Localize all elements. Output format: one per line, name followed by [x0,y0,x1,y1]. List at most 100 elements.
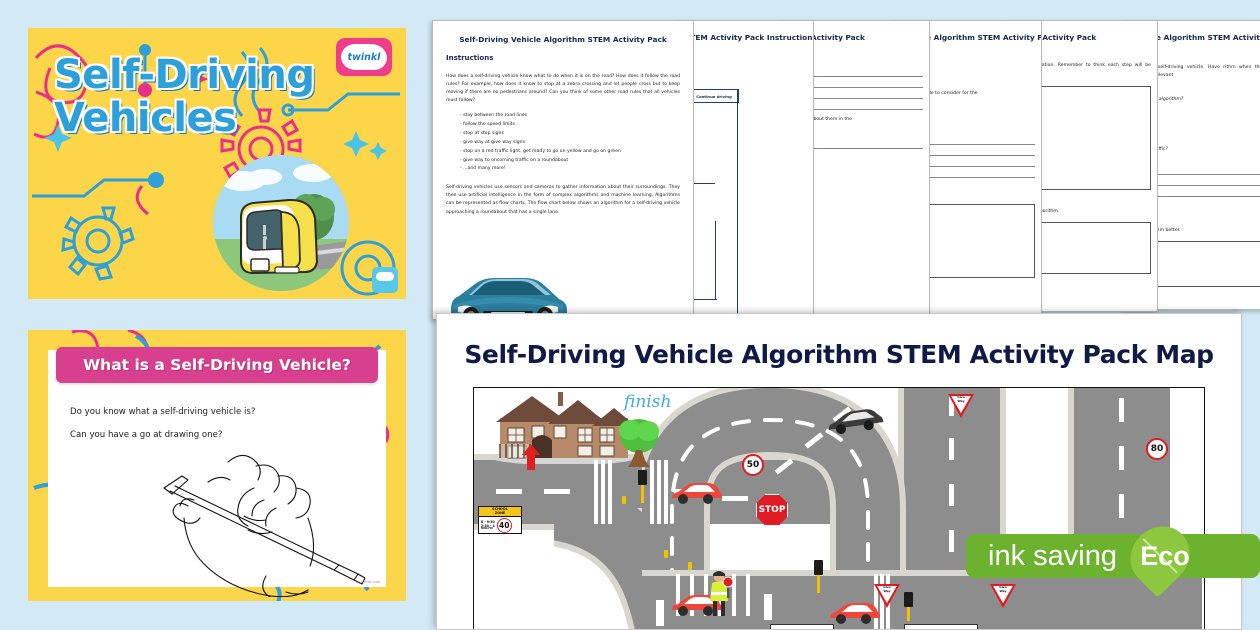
map-illustration[interactable]: finish [473,387,1205,629]
lane-dash [722,496,748,501]
stacked-page-3-body: d/or write about them in the [787,117,853,122]
stacked-page-3-answer-lines-2[interactable] [785,138,923,150]
front-page-paragraph-2: Self-driving vehicles use sensors and ca… [446,185,680,215]
school-zone-times: 8 - 9:30 2:30 - 4 MON-FRI [481,519,495,531]
map-document-title: Self-Driving Vehicle Algorithm STEM Acti… [464,340,1214,369]
verge-right-vertical-right [1000,388,1006,628]
lane-dash [1119,398,1124,422]
speed-limit-80-sign: 80 [1146,438,1168,460]
eco-badge-text: ink saving [988,539,1117,572]
lane-dash [949,484,954,506]
lane-dash [764,594,772,620]
red-start-arrow [522,444,540,470]
stacked-page-5-title: STEM Activity Pack [1017,33,1097,42]
school-zone-sign: SCHOOL ZONE 8 - 9:30 2:30 - 4 MON-FRI 40 [478,506,522,534]
flow-connector-5 [691,299,717,300]
verge-bottom-horizontal [642,570,1202,576]
hand-drawing-illustration [163,454,366,597]
front-page-subtitle: Instructions [446,53,494,62]
lane-dash [1119,446,1124,470]
stacked-page-4-answer-lines[interactable] [899,134,1035,179]
house-building [492,392,636,464]
question-card-slide: What is a Self-Driving Vehicle? Do you k… [48,347,386,597]
school-zone-sign-heading: SCHOOL ZONE [479,507,521,518]
give-way-sign-2: Give Way [874,584,900,608]
twinkl-credit: twinkl.com [361,579,380,584]
finish-label: finish [624,392,672,412]
verge-far-right [1068,388,1074,628]
red-car-3 [830,603,880,624]
stacked-page-6-title: Vehicle Algorithm STEM Activity Pack [1131,33,1260,42]
map-document[interactable]: Self-Driving Vehicle Algorithm STEM Acti… [436,313,1242,630]
zebra-crossing-vertical-1 [594,460,616,524]
bullet-item: give way at give way signs [460,139,680,148]
building-bottom-1 [770,624,834,629]
give-way-sign-3: Give Way [990,584,1016,608]
question-card: What is a Self-Driving Vehicle? Do you k… [28,330,406,601]
traffic-light-pole-3 [907,607,910,621]
bullet-item: follow the speed limits [460,121,680,130]
stop-sign: STOP [756,494,788,526]
stacked-page-4-title: Vehicle Algorithm STEM Activity Pack [901,33,1042,42]
question-line-1: Do you know what a self-driving vehicle … [70,407,256,417]
title-card-heading: Self-Driving Vehicles [54,53,364,140]
flow-connector-3 [691,183,715,184]
roundabout-loop [642,388,906,618]
stacked-page-6-answer-lines[interactable] [1129,164,1260,198]
red-car-1 [672,483,722,504]
stacked-page-2-title: STEM Activity Pack Instructions [685,33,814,42]
pedestrian-signal-3 [688,562,692,570]
eco-badge-eco-label: Eco [1140,540,1190,571]
traffic-light-2 [814,560,823,575]
lane-dash [496,489,522,494]
lane-dash [949,530,954,552]
pedestrian-signal-2 [664,550,668,558]
question-line-2: Can you have a go at drawing one? [70,430,223,440]
lane-dash [949,394,954,416]
eco-badge-pill [966,534,1260,578]
front-page-paragraph-1: How does a self-driving vehicle know wha… [446,73,680,103]
school-zone-speed-limit: 40 [496,518,512,534]
bullet-item: stay between the road lines [460,112,680,121]
question-card-header: What is a Self-Driving Vehicle? [56,347,378,383]
self-driving-shuttle-image [213,155,349,291]
crossing-guard [710,571,734,616]
stacked-page-3-title: TEM Activity Pack [791,33,865,42]
question-card-header-text: What is a Self-Driving Vehicle? [83,356,351,374]
building-bottom-2 [904,624,978,629]
lane-dash [949,438,954,460]
front-page-title: Self-Driving Vehicle Algorithm STEM Acti… [459,35,667,44]
lane-dash [656,600,664,626]
twinkl-logo-text: twinkl [341,44,387,70]
bullet-item: give way to oncoming traffic on a rounda… [460,157,680,166]
speed-limit-50-sign: 50 [742,454,764,476]
flow-connector-7 [737,89,738,317]
bullet-item: stop at stop signs [460,130,680,139]
twinkl-logo: twinkl [336,38,392,76]
traffic-light-pole-1 [641,485,644,503]
lane-dash [544,489,570,494]
pedestrian-signal-1 [622,496,626,504]
red-car-2 [672,595,722,616]
title-card: Self-Driving Vehicles twinkl [28,28,406,299]
blue-car-photo [447,278,569,319]
dark-car [828,409,884,434]
give-way-sign-1: Give Way [948,394,974,418]
traffic-light-3 [904,592,913,607]
bullet-item: stop on a red traffic light, get ready t… [460,148,680,157]
front-page[interactable]: Self-Driving Vehicle Algorithm STEM Acti… [432,20,694,320]
bullet-item: ...and many more! [460,165,680,174]
stacked-page-2[interactable]: STEM Activity Pack Instructions Continue… [678,20,814,318]
zebra-crossing-vertical-2 [650,460,672,524]
flow-connector-6 [715,221,716,299]
lane-dash [1119,494,1124,518]
stacked-page-3-answer-lines[interactable] [785,66,923,110]
document-stack: Vehicle Algorithm STEM Activity Pack pre… [432,20,1260,320]
ink-saving-eco-badge: ink saving Eco [966,514,1260,598]
traffic-light-1 [638,470,647,485]
tree [619,419,659,467]
traffic-light-pole-2 [817,575,820,593]
twinkl-corner-mark [372,267,398,293]
front-page-bullet-list: stay between the road lines follow the s… [460,112,680,175]
verge-horizontal-bottom [474,524,594,530]
